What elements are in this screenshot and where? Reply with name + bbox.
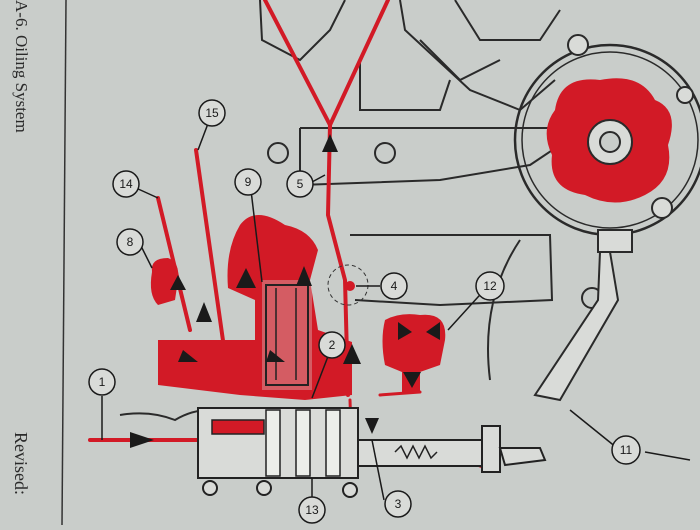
svg-text:9: 9	[245, 175, 252, 189]
figure-title: A-6. Oiling System	[12, 0, 31, 133]
arrow-up-icon	[296, 266, 312, 286]
arrow-right-icon	[266, 350, 285, 362]
flow-arrows	[130, 134, 440, 448]
callout-14: 14	[112, 170, 140, 198]
svg-text:8: 8	[127, 235, 134, 249]
svg-text:12: 12	[483, 279, 497, 293]
arrow-up-icon	[343, 344, 361, 364]
callout-1: 1	[88, 368, 116, 396]
arrow-down-icon	[365, 418, 379, 434]
svg-text:4: 4	[391, 279, 398, 293]
detail-circle-4	[327, 264, 369, 306]
svg-text:15: 15	[205, 106, 219, 120]
arrow-right-icon	[130, 432, 154, 448]
callout-15: 15	[198, 99, 226, 127]
callout-2: 2	[318, 331, 346, 359]
crankcase-outline	[119, 0, 603, 422]
arrow-up-icon	[196, 302, 212, 322]
svg-text:11: 11	[620, 443, 633, 457]
oil-passages	[150, 215, 446, 400]
svg-text:14: 14	[119, 177, 133, 191]
svg-text:2: 2	[329, 338, 336, 352]
callout-3: 3	[384, 490, 412, 518]
callout-9: 9	[234, 168, 262, 196]
revised-label: Revised:	[11, 432, 31, 495]
arrow-right-icon	[178, 350, 198, 362]
timer-assembly	[513, 34, 700, 402]
callout-8: 8	[116, 228, 144, 256]
svg-text:1: 1	[99, 375, 106, 389]
callout-4: 4	[380, 272, 408, 300]
callout-5: 5	[286, 170, 314, 198]
svg-text:5: 5	[297, 177, 304, 191]
margin-rule	[61, 0, 67, 526]
arrow-down-icon	[403, 372, 421, 388]
callout-12: 12	[475, 271, 505, 301]
callout-13: 13	[298, 496, 326, 524]
arrow-up-icon	[322, 134, 338, 152]
check-valve-dot	[345, 281, 355, 291]
svg-text:13: 13	[305, 503, 319, 517]
arrow-up-icon	[236, 268, 256, 288]
oil-pump-body	[197, 407, 547, 498]
callout-11: 11	[611, 435, 641, 465]
arrow-left-icon	[426, 322, 440, 340]
arrow-up-icon	[170, 275, 186, 290]
svg-text:3: 3	[395, 497, 402, 511]
arrow-right-icon	[398, 322, 412, 340]
